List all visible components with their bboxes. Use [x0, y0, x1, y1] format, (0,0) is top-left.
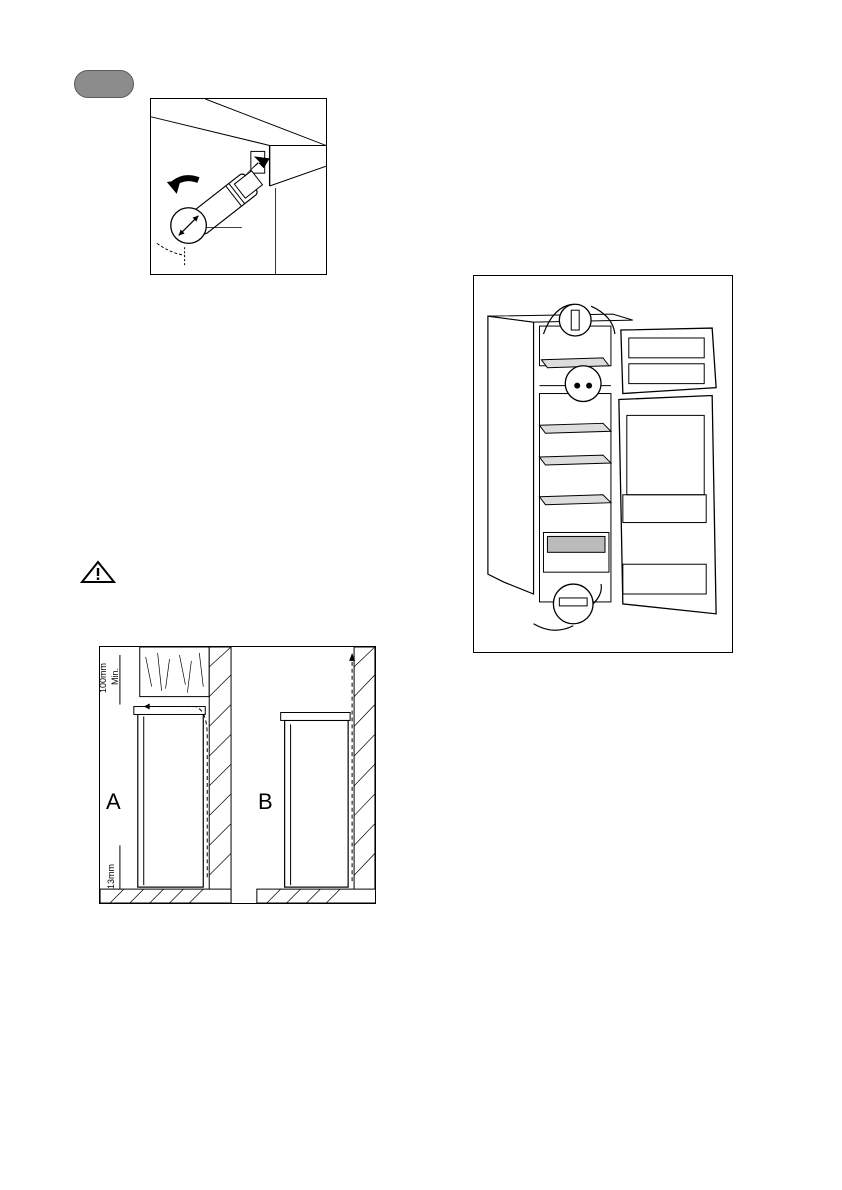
label-configuration-a: A: [106, 789, 121, 815]
bottom-clearance-value: 13mm: [106, 864, 116, 889]
ventilation-clearance-figure: A B 100mm Min. 13mm: [99, 646, 376, 904]
door-reversal-drawing: [474, 276, 732, 652]
ventilation-clearance-drawing: [100, 647, 375, 903]
door-reversal-figure: [473, 275, 733, 653]
spacer-installation-drawing: [151, 99, 326, 274]
label-configuration-b: B: [258, 789, 273, 815]
top-clearance-value: 100mm: [98, 663, 108, 693]
spacer-installation-figure: [150, 98, 327, 275]
top-clearance-note: Min.: [110, 668, 120, 685]
warning-triangle-icon: [80, 560, 116, 584]
language-badge: [74, 70, 134, 98]
